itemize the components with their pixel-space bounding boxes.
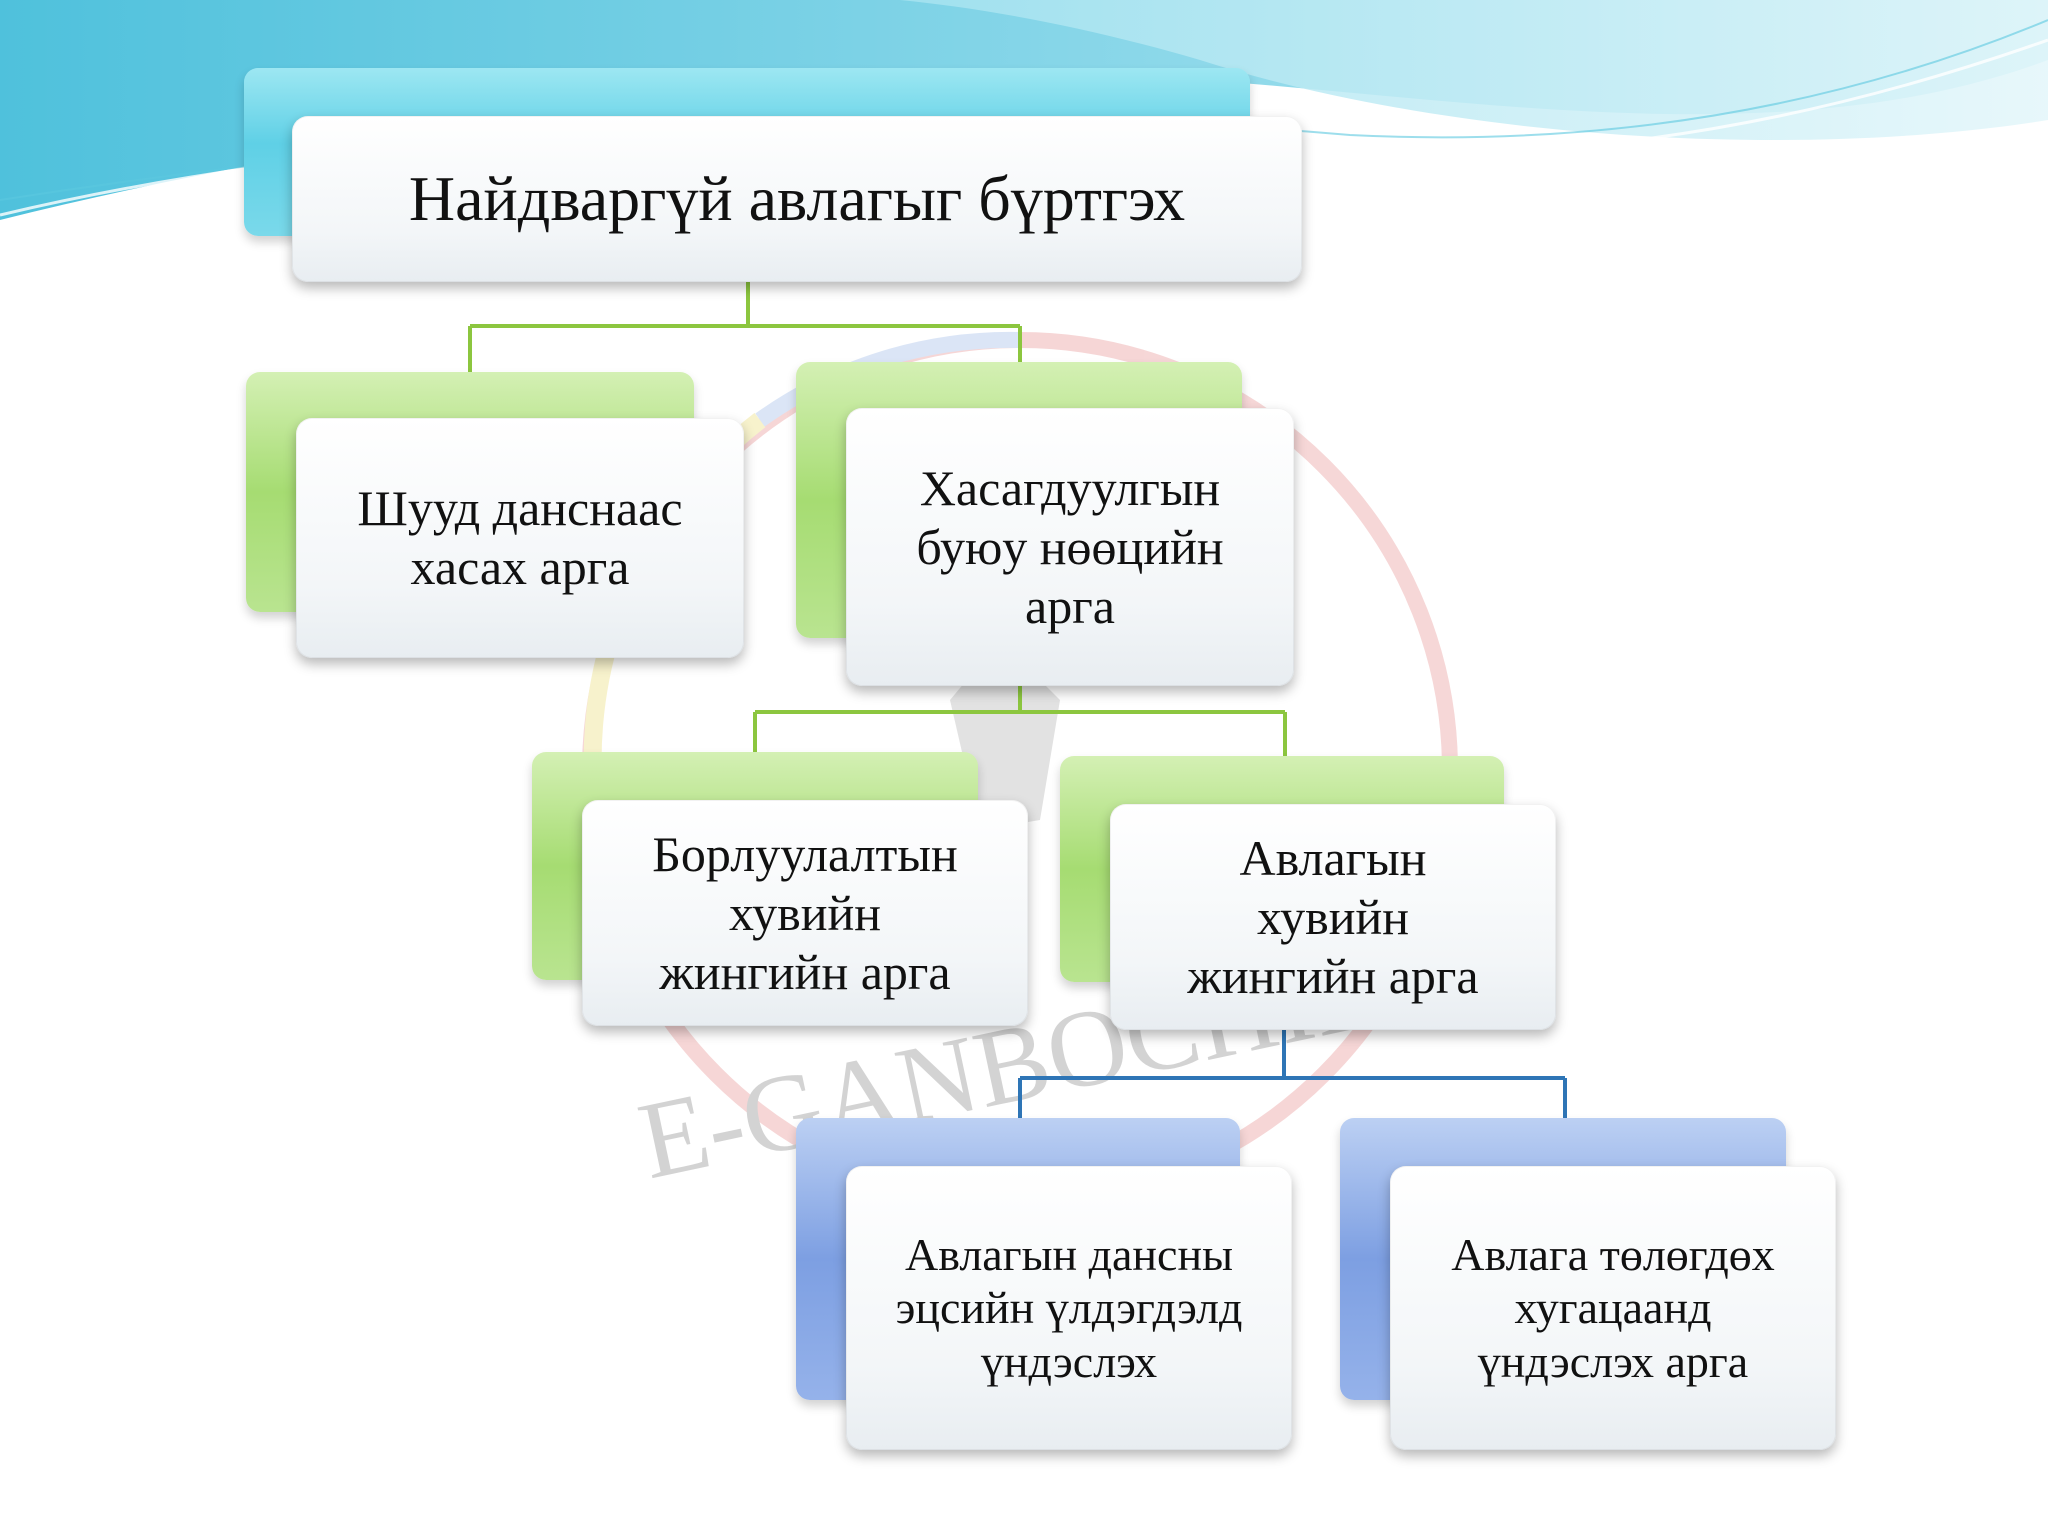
node-allowance-method-label: Хасагдуулгын буюу нөөцийн арга	[916, 459, 1224, 634]
node-sales-percentage-label: Борлуулалтын хувийн жингийн арга	[652, 825, 958, 1000]
node-sales-percentage: Борлуулалтын хувийн жингийн арга	[582, 800, 1028, 1026]
node-ending-balance-label: Авлагын дансны эцсийн үлдэгдэлд үндэслэх	[895, 1228, 1243, 1387]
root-node-label: Найдваргүй авлагыг бүртгэх	[408, 163, 1186, 235]
connector-root-to-level2	[468, 282, 1022, 372]
node-receivables-percentage-label: Авлагын хувийн жингийн арга	[1187, 829, 1479, 1004]
node-direct-writeoff: Шууд данснаас хасах арга	[296, 418, 744, 658]
root-node: Найдваргүй авлагыг бүртгэх	[292, 116, 1302, 282]
top-wave-light	[900, 0, 2048, 140]
connector-level3-to-level4	[1018, 1030, 1567, 1118]
node-ending-balance: Авлагын дансны эцсийн үлдэгдэлд үндэслэх	[846, 1166, 1292, 1450]
node-aging-label: Авлага төлөгдөх хугацаанд үндэслэх арга	[1451, 1228, 1775, 1387]
node-direct-writeoff-label: Шууд данснаас хасах арга	[357, 480, 683, 595]
connector-level2-to-level3	[753, 685, 1287, 756]
node-receivables-percentage: Авлагын хувийн жингийн арга	[1110, 804, 1556, 1030]
node-allowance-method: Хасагдуулгын буюу нөөцийн арга	[846, 408, 1294, 686]
node-aging: Авлага төлөгдөх хугацаанд үндэслэх арга	[1390, 1166, 1836, 1450]
watermark-ring-blue	[755, 331, 1021, 427]
